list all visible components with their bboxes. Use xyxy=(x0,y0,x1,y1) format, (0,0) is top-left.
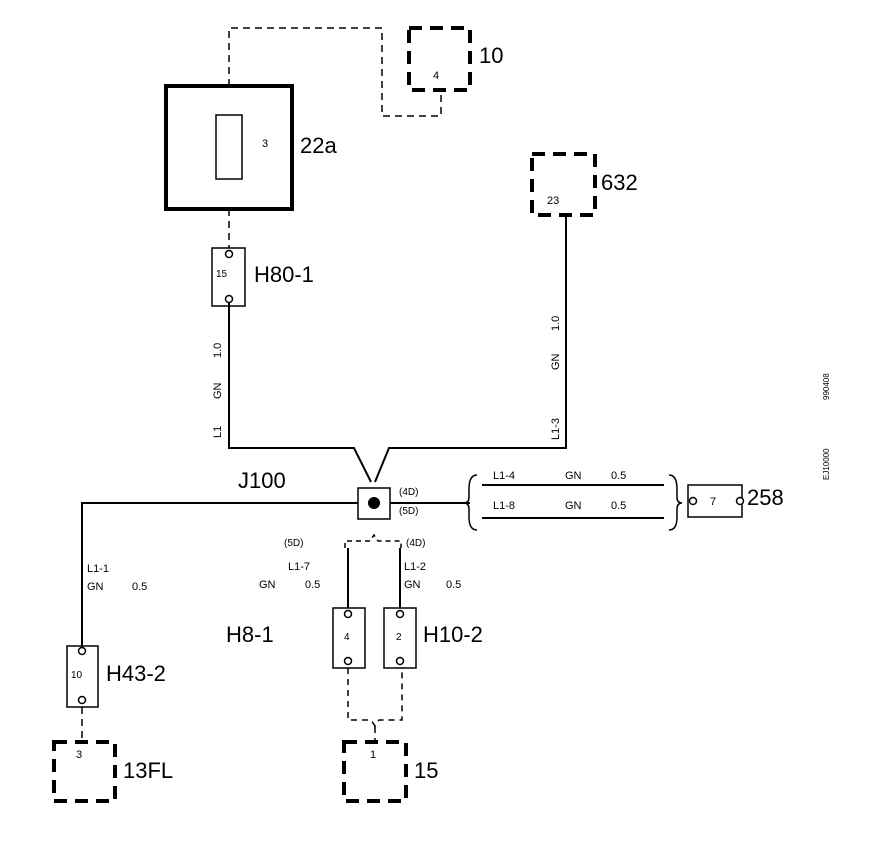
wire-l1-1-size: 0.5 xyxy=(132,581,147,593)
component-10: 4 10 xyxy=(407,26,503,92)
connector-h10-2-pin: 2 xyxy=(396,632,402,643)
junction-label: J100 xyxy=(238,468,286,493)
connector-h43-2-pin: 10 xyxy=(71,670,83,681)
wire-l1 xyxy=(228,303,372,483)
component-632-pin: 23 xyxy=(547,195,559,207)
bracket-258: L1-4 GN 0.5 L1-8 GN 0.5 xyxy=(463,470,683,531)
wire-l1-2-color: GN xyxy=(404,579,421,591)
wire-l1-3-color: GN xyxy=(550,353,562,370)
connector-h8-1-label: H8-1 xyxy=(226,622,274,647)
component-10-pin: 4 xyxy=(433,70,439,82)
wire-l1-2-id: L1-2 xyxy=(404,561,426,573)
junction-pos-top: (4D) xyxy=(399,487,418,498)
connector-h8-1-pin: 4 xyxy=(344,632,350,643)
wire-l1-id: L1 xyxy=(212,426,224,438)
wire-l1-8-size: 0.5 xyxy=(611,500,626,512)
connector-h8-1: H8-1 4 xyxy=(226,607,366,669)
component-22a-label: 22a xyxy=(300,133,337,158)
dashed-link-22a-to-10 xyxy=(228,27,442,117)
component-258: 7 258 xyxy=(687,484,784,518)
wire-l1-7-color: GN xyxy=(259,579,276,591)
component-22a: 3 22a xyxy=(164,84,337,211)
component-13fl: 3 13FL xyxy=(52,740,173,803)
component-15-label: 15 xyxy=(414,758,438,783)
wire-l1-4-size: 0.5 xyxy=(611,470,626,482)
wire-l1-3-size: 1.0 xyxy=(550,316,562,331)
component-15: 1 15 xyxy=(342,740,438,803)
component-13fl-pin: 3 xyxy=(76,749,82,761)
wire-l1-4-id: L1-4 xyxy=(493,470,515,482)
wire-l1-7-id: L1-7 xyxy=(288,561,310,573)
connector-h43-2-label: H43-2 xyxy=(106,661,166,686)
junction-dot-icon xyxy=(368,497,380,509)
component-10-label: 10 xyxy=(479,43,503,68)
junction-pos-bottom: (5D) xyxy=(399,506,418,517)
component-15-pin: 1 xyxy=(370,749,376,761)
dashed-link-to-15 xyxy=(347,668,403,728)
wire-l1-size: 1.0 xyxy=(212,343,224,358)
wire-l1-1-id: L1-1 xyxy=(87,563,109,575)
side-code-1: 990408 xyxy=(822,373,831,400)
wire-l1-color: GN xyxy=(212,382,224,399)
connector-h80-1-pin: 15 xyxy=(216,269,228,280)
component-22a-pin: 3 xyxy=(262,138,268,150)
component-632-label: 632 xyxy=(601,170,638,195)
junction-pos-right: (4D) xyxy=(406,538,425,549)
junction-pos-left: (5D) xyxy=(284,538,303,549)
fuse-icon xyxy=(215,114,243,180)
connector-h10-2-label: H10-2 xyxy=(423,622,483,647)
connector-h43-2: 10 H43-2 xyxy=(66,645,166,708)
component-258-label: 258 xyxy=(747,485,784,510)
wire-l1-2-size: 0.5 xyxy=(446,579,461,591)
component-258-pin: 7 xyxy=(710,496,716,508)
component-632: 23 632 xyxy=(530,152,638,217)
connector-h80-1-label: H80-1 xyxy=(254,262,314,287)
junction-j100: J100 (4D) (5D) (5D) (4D) xyxy=(238,468,425,549)
wire-l1-8-id: L1-8 xyxy=(493,500,515,512)
wire-l1-3-id: L1-3 xyxy=(550,418,562,440)
wire-l1-1 xyxy=(81,502,358,648)
connector-h10-2: 2 H10-2 xyxy=(383,607,483,669)
wire-l1-8-color: GN xyxy=(565,500,582,512)
connector-h80-1: 15 H80-1 xyxy=(211,247,314,307)
side-code-2: EJ10000 xyxy=(822,448,831,480)
wire-l1-7-size: 0.5 xyxy=(305,579,320,591)
wire-l1-1-color: GN xyxy=(87,581,104,593)
wire-l1-3 xyxy=(374,215,567,483)
wire-l1-4-color: GN xyxy=(565,470,582,482)
component-13fl-label: 13FL xyxy=(123,758,173,783)
